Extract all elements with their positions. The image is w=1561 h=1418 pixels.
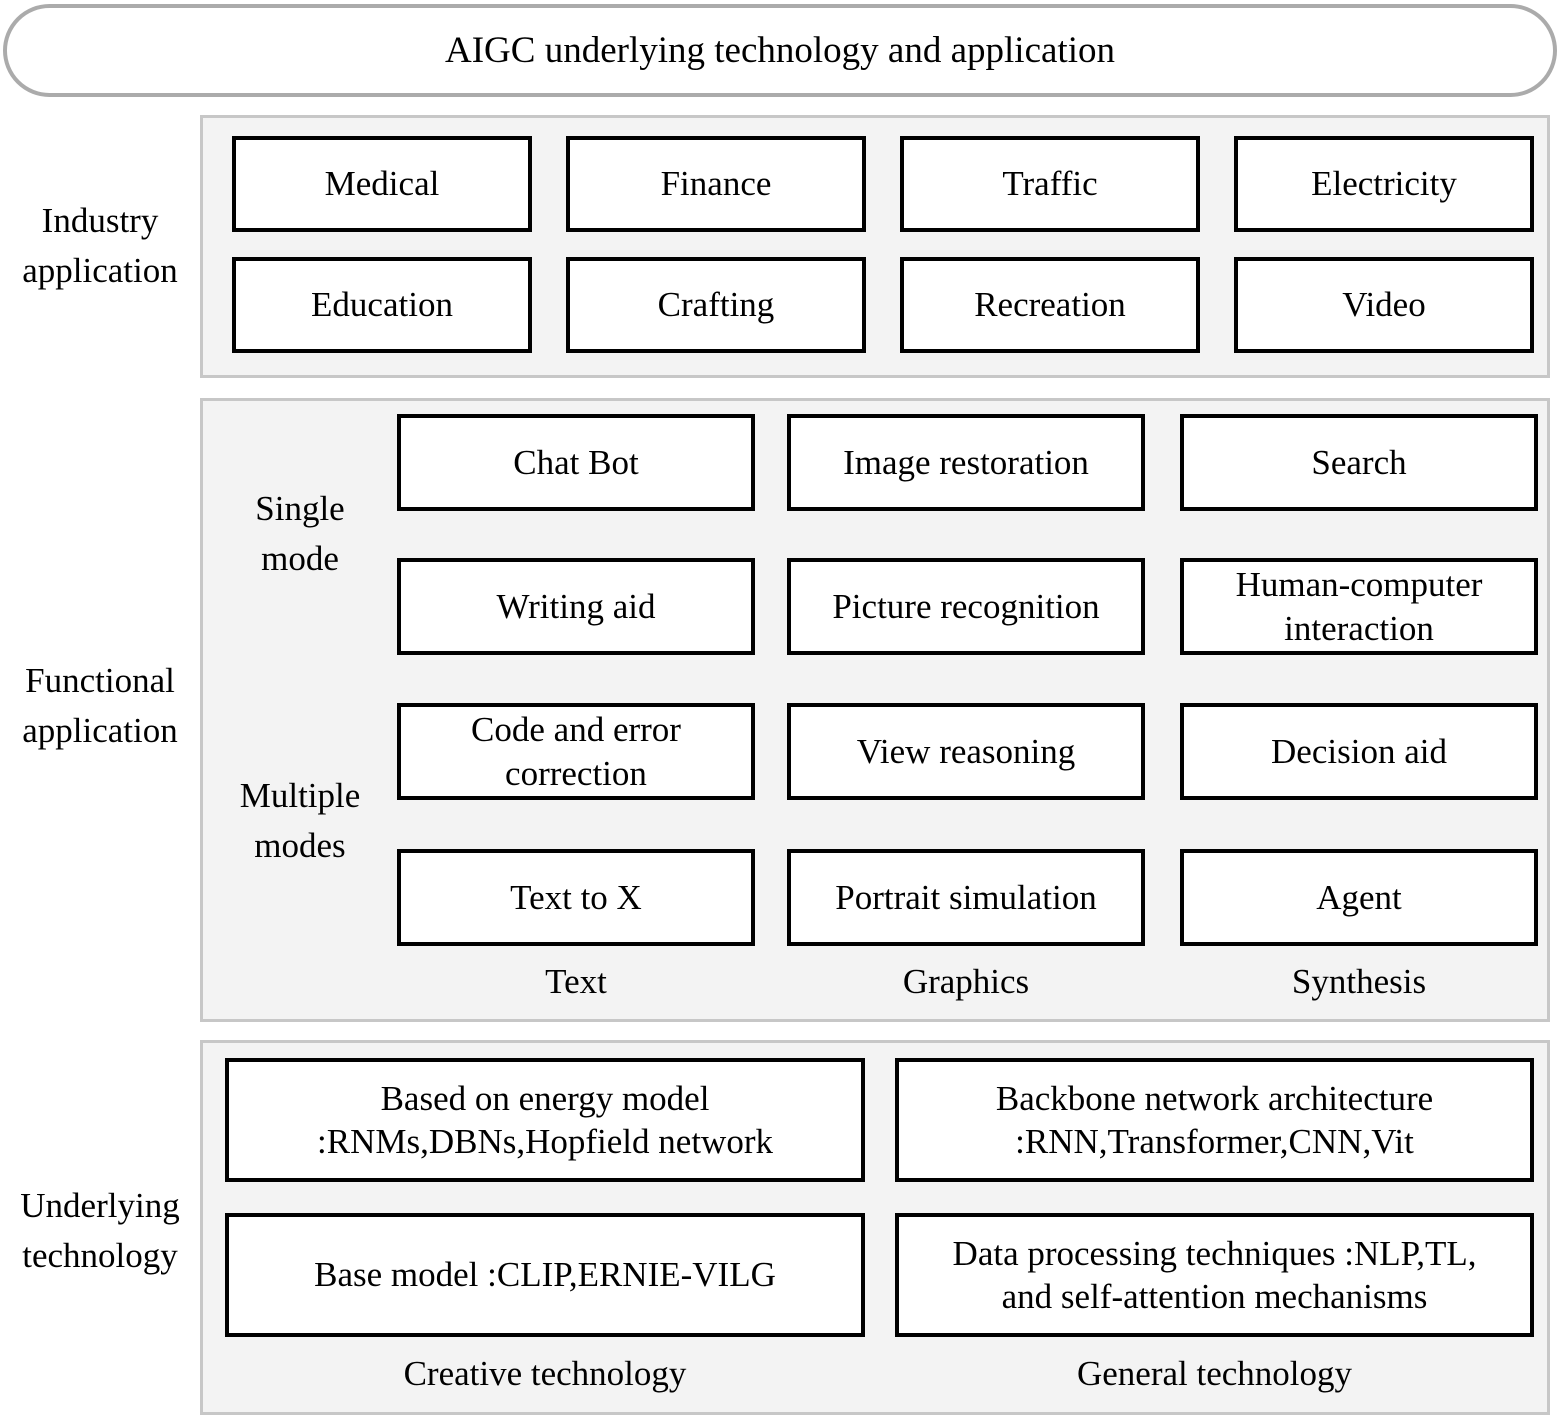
box-base-model: Base model :CLIP,ERNIE-VILG bbox=[225, 1213, 865, 1337]
box-energy-model: Based on energy model :RNMs,DBNs,Hopfiel… bbox=[225, 1058, 865, 1182]
industry-section-label: Industry application bbox=[22, 201, 178, 290]
column-label-creative-technology: Creative technology bbox=[403, 1354, 687, 1393]
box-finance: Finance bbox=[566, 136, 866, 232]
box-search: Search bbox=[1180, 414, 1538, 511]
box-video: Video bbox=[1234, 257, 1534, 353]
box-code-and-error-correction: Code and error correction bbox=[397, 703, 755, 800]
box-portrait-simulation: Portrait simulation bbox=[787, 849, 1145, 946]
box-medical: Medical bbox=[232, 136, 532, 232]
box-backbone-network: Backbone network architecture :RNN,Trans… bbox=[895, 1058, 1534, 1182]
column-label-text: Text bbox=[545, 962, 607, 1001]
single-mode-label: Single mode bbox=[255, 489, 345, 578]
box-picture-recognition: Picture recognition bbox=[787, 558, 1145, 655]
underlying-section-label: Underlying technology bbox=[20, 1186, 180, 1275]
box-chat-bot: Chat Bot bbox=[397, 414, 755, 511]
box-data-processing-techniques: Data processing techniques :NLP,TL, and … bbox=[895, 1213, 1534, 1337]
box-electricity: Electricity bbox=[1234, 136, 1534, 232]
box-traffic: Traffic bbox=[900, 136, 1200, 232]
box-text-to-x: Text to X bbox=[397, 849, 755, 946]
column-label-general-technology: General technology bbox=[1076, 1354, 1353, 1393]
column-label-graphics: Graphics bbox=[902, 962, 1030, 1001]
box-decision-aid: Decision aid bbox=[1180, 703, 1538, 800]
box-writing-aid: Writing aid bbox=[397, 558, 755, 655]
diagram-title-box: AIGC underlying technology and applicati… bbox=[3, 4, 1557, 97]
multiple-modes-label: Multiple modes bbox=[239, 776, 361, 865]
box-image-restoration: Image restoration bbox=[787, 414, 1145, 511]
box-view-reasoning: View reasoning bbox=[787, 703, 1145, 800]
box-crafting: Crafting bbox=[566, 257, 866, 353]
functional-section-label: Functional application bbox=[22, 661, 178, 750]
diagram-title: AIGC underlying technology and applicati… bbox=[445, 30, 1115, 71]
box-agent: Agent bbox=[1180, 849, 1538, 946]
box-recreation: Recreation bbox=[900, 257, 1200, 353]
box-education: Education bbox=[232, 257, 532, 353]
box-human-computer-interaction: Human-computer interaction bbox=[1180, 558, 1538, 655]
column-label-synthesis: Synthesis bbox=[1291, 962, 1427, 1001]
